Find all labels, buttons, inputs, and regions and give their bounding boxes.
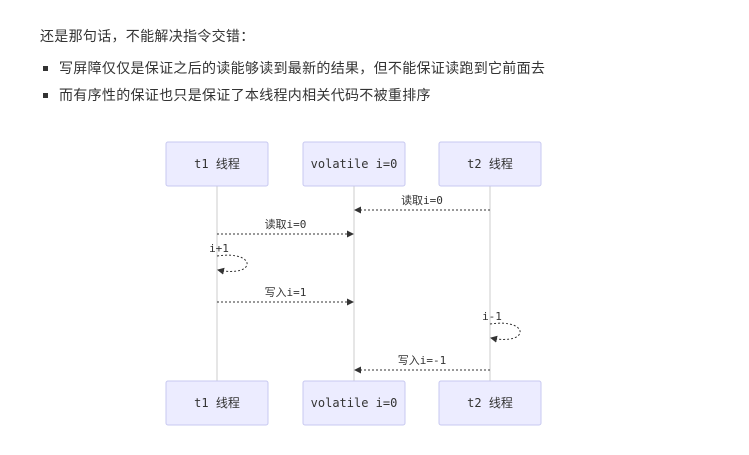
message-label: i+1 (209, 242, 229, 255)
message: i+1 (209, 242, 248, 275)
bullet-text: 写屏障仅仅是保证之后的读能够读到最新的结果，但不能保证读跑到它前面去 (59, 61, 546, 77)
participant-label: t2 线程 (467, 395, 513, 410)
bullet-marker (43, 66, 48, 71)
participant-box (165, 380, 269, 426)
message: 读取i=0 (354, 193, 490, 214)
participant-label: volatile i=0 (311, 396, 398, 410)
participant-top: t1 线程 (165, 141, 269, 187)
participant-box (302, 141, 406, 187)
message: 写入i=-1 (354, 354, 490, 374)
participant-box (438, 380, 542, 426)
message-label: i-1 (482, 310, 502, 323)
message-label: 写入i=1 (265, 286, 307, 299)
message: 写入i=1 (217, 286, 354, 306)
intro-text: 还是那句话，不能解决指令交错： (40, 29, 255, 45)
participant-top: t2 线程 (438, 141, 542, 187)
message-label: 读取i=0 (401, 193, 443, 207)
bullet-marker (43, 93, 48, 98)
participant-label: t1 线程 (194, 395, 240, 410)
participant-bottom: volatile i=0 (302, 380, 406, 426)
bullet-list: 写屏障仅仅是保证之后的读能够读到最新的结果，但不能保证读跑到它前面去 而有序性的… (40, 58, 545, 112)
participant-top: volatile i=0 (302, 141, 406, 187)
participant-label: t1 线程 (194, 156, 240, 171)
bullet-item: 写屏障仅仅是保证之后的读能够读到最新的结果，但不能保证读跑到它前面去 (40, 58, 545, 85)
message-label: 写入i=-1 (398, 354, 447, 367)
message: 读取i=0 (217, 217, 354, 238)
message-label: 读取i=0 (265, 217, 307, 231)
bullet-text: 而有序性的保证也只是保证了本线程内相关代码不被重排序 (59, 88, 431, 104)
participant-bottom: t1 线程 (165, 380, 269, 426)
message: i-1 (482, 310, 521, 343)
participant-box (438, 141, 542, 187)
participant-label: t2 线程 (467, 156, 513, 171)
self-message-arrow (489, 322, 521, 343)
self-message-arrow (216, 254, 248, 275)
participant-bottom: t2 线程 (438, 380, 542, 426)
participant-box (302, 380, 406, 426)
participant-box (165, 141, 269, 187)
participant-label: volatile i=0 (311, 157, 398, 171)
bullet-item: 而有序性的保证也只是保证了本线程内相关代码不被重排序 (40, 85, 545, 112)
